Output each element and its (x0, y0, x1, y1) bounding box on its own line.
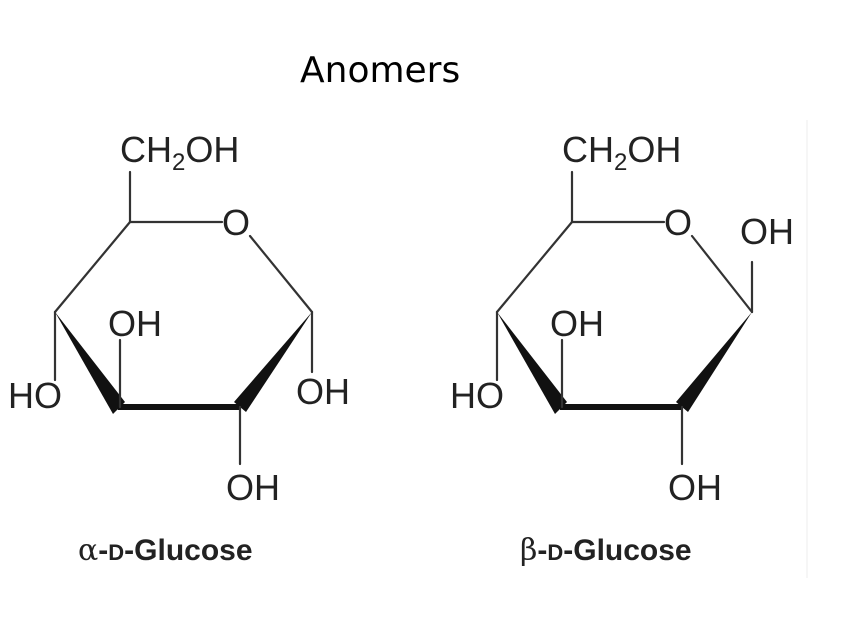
beta-o-c1-bond (690, 234, 754, 314)
beta-c2-oh-label: OH (668, 467, 722, 508)
alpha-c2-c1-wedge (234, 312, 312, 412)
alpha-glucose-name: α-D-Glucose (78, 533, 253, 568)
beta-c2-c1-wedge (676, 312, 752, 412)
beta-glucose-name: β-D-Glucose (520, 533, 692, 568)
beta-c5-c4-bond (495, 220, 574, 314)
beta-c1-oh-label: OH (740, 211, 794, 252)
beta-ring-oxygen: O (664, 202, 692, 243)
alpha-o-c1-bond (248, 234, 314, 314)
alpha-c1-oh-label: OH (296, 371, 350, 412)
beta-ch2oh-label: CH2OH (562, 129, 681, 176)
alpha-c2-oh-label: OH (226, 467, 280, 508)
diagram-title: Anomers (300, 50, 460, 91)
beta-c3-oh-label: OH (550, 303, 604, 344)
beta-c4-c3-wedge (497, 312, 567, 414)
beta-glucose-structure: CH2OH O OH HO OH OH (450, 129, 794, 508)
beta-c4-ho-label: HO (450, 375, 504, 416)
alpha-glucose-structure: CH2OH O HO OH OH OH (8, 129, 350, 508)
alpha-c3-oh-label: OH (108, 303, 162, 344)
alpha-c4-ho-label: HO (8, 375, 62, 416)
alpha-c5-c4-bond (53, 220, 132, 314)
alpha-ring-oxygen: O (222, 202, 250, 243)
alpha-ch2oh-label: CH2OH (120, 129, 239, 176)
